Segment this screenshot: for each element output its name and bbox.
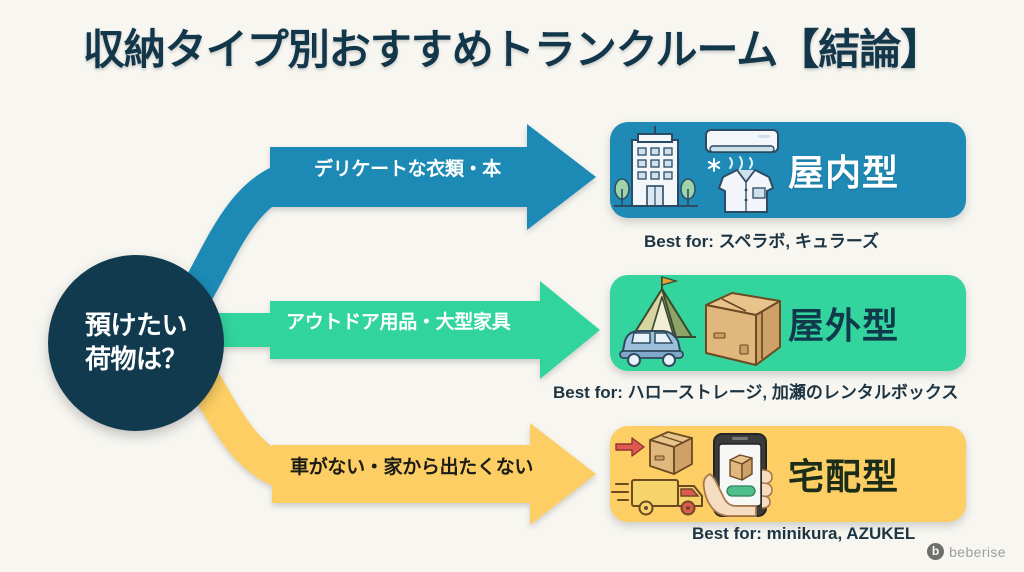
box-pickup-arrow-icon bbox=[615, 431, 693, 475]
page-title: 収納タイプ別おすすめトランクルーム【結論】 bbox=[82, 26, 942, 73]
branch-label-outdoor: アウトドア用品・大型家具 bbox=[286, 312, 511, 333]
result-card-indoor[interactable]: 屋内型 bbox=[610, 122, 966, 218]
result-card-delivery[interactable]: 宅配型 bbox=[610, 426, 966, 522]
hub-question-node: 預けたい 荷物は？ bbox=[48, 255, 224, 431]
best-for-delivery: Best for: minikura, AZUKEL bbox=[692, 524, 916, 543]
beberise-logo-icon: b bbox=[927, 543, 945, 560]
building-icon bbox=[614, 126, 698, 207]
branch-label-indoor: デリケートな衣類・本 bbox=[314, 159, 502, 180]
card-title-indoor: 屋内型 bbox=[788, 152, 900, 193]
hand-phone-app-icon bbox=[702, 433, 773, 517]
brand-watermark: b beberise bbox=[927, 543, 1006, 560]
air-conditioner-icon bbox=[705, 129, 779, 172]
indoor-icon-group bbox=[610, 122, 788, 218]
outdoor-icon-group bbox=[610, 275, 788, 371]
hub-question-line-1: 預けたい bbox=[84, 310, 188, 341]
car-icon bbox=[619, 330, 684, 367]
brand-name: beberise bbox=[949, 543, 1006, 560]
result-card-outdoor[interactable]: 屋外型 bbox=[610, 275, 966, 371]
delivery-truck-icon bbox=[611, 479, 703, 516]
branch-label-delivery: 車がない・家から出たくない bbox=[290, 457, 534, 478]
cardboard-box-icon bbox=[705, 292, 781, 366]
hub-question-line-2: 荷物は？ bbox=[84, 344, 188, 374]
card-title-delivery: 宅配型 bbox=[788, 456, 900, 497]
delivery-icon-group bbox=[610, 426, 788, 522]
dress-shirt-icon bbox=[718, 169, 774, 213]
card-title-outdoor: 屋外型 bbox=[788, 305, 900, 346]
tent-icon bbox=[628, 276, 696, 338]
best-for-indoor: Best for: スペラボ, キュラーズ bbox=[644, 232, 880, 251]
best-for-outdoor: Best for: ハローストレージ, 加瀬のレンタルボックス bbox=[553, 383, 959, 402]
